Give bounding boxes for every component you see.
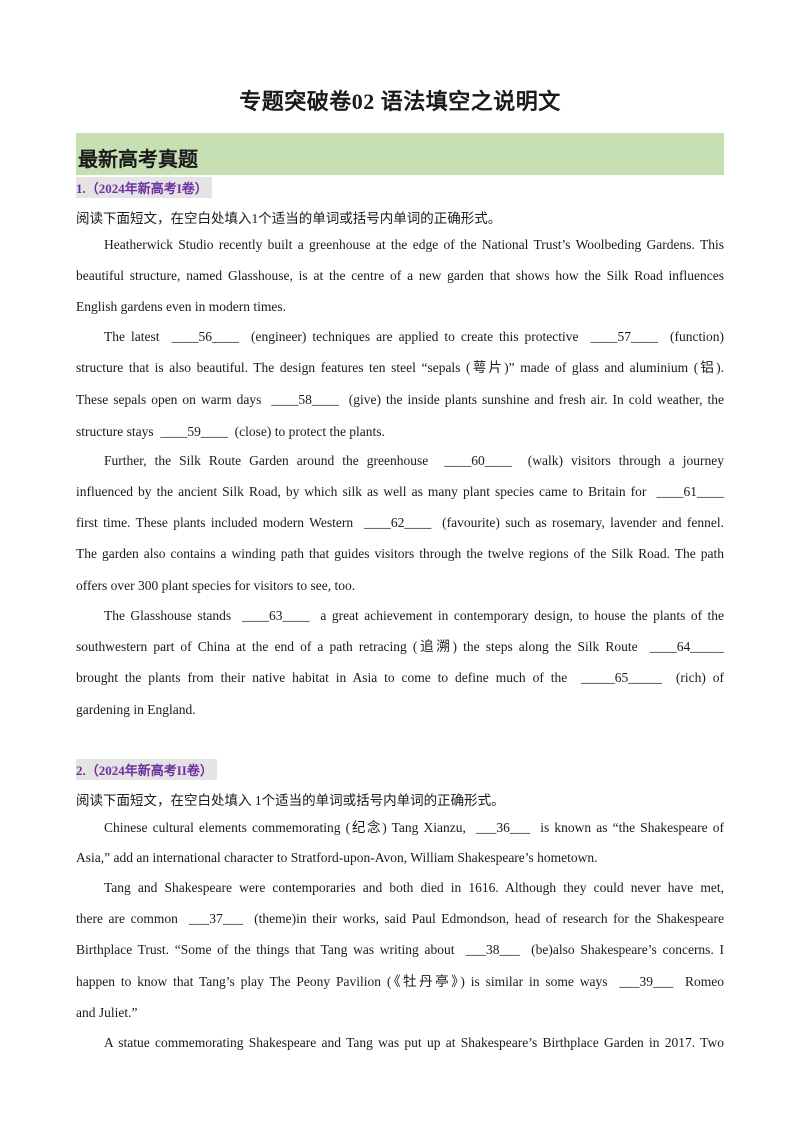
q2-line: A statue commemorating Shakespeare and T…	[104, 1035, 724, 1050]
q1-line: Further, the Silk Route Garden around th…	[104, 453, 724, 468]
section-heading: 最新高考真题	[78, 149, 198, 171]
q1-line: English gardens even in modern times.	[76, 299, 286, 314]
q2-line: happen to know that Tang’s play The Peon…	[76, 974, 724, 989]
question-2-tag: 2.（2024年新高考II卷）	[76, 759, 217, 780]
q1-line: The latest ____56____ (engineer) techniq…	[104, 329, 724, 344]
section-banner: 最新高考真题	[76, 133, 724, 175]
q2-line: there are common ___37___ (theme)in thei…	[76, 911, 724, 926]
question-1-tag: 1.（2024年新高考I卷）	[76, 177, 212, 198]
q2-line: Tang and Shakespeare were contemporaries…	[104, 880, 724, 895]
q1-line: structure that is also beautiful. The de…	[76, 360, 724, 375]
q1-line: offers over 300 plant species for visito…	[76, 578, 356, 593]
q1-line: The garden also contains a winding path …	[76, 546, 724, 561]
q1-line: southwestern part of China at the end of…	[76, 639, 724, 654]
q1-line: influenced by the ancient Silk Road, by …	[76, 484, 724, 499]
q1-line: These sepals open on warm days ____58___…	[76, 392, 724, 407]
q2-line: Chinese cultural elements commemorating …	[104, 820, 724, 835]
q1-line: Heatherwick Studio recently built a gree…	[104, 237, 724, 252]
q1-line: beautiful structure, named Glasshouse, i…	[76, 268, 724, 283]
q1-line: gardening in England.	[76, 702, 196, 717]
q2-line: Birthplace Trust. “Some of the things th…	[76, 942, 724, 957]
q1-line: The Glasshouse stands ____63____ a great…	[104, 608, 724, 623]
q2-line: Asia,” add an international character to…	[76, 850, 598, 865]
q2-line: and Juliet.”	[76, 1005, 138, 1020]
question-1-instruction: 阅读下面短文，在空白处填入1个适当的单词或括号内单词的正确形式。	[76, 211, 502, 226]
q1-line: brought the plants from their native hab…	[76, 670, 724, 685]
q1-line: structure stays ____59____ (close) to pr…	[76, 424, 385, 439]
q1-line: first time. These plants included modern…	[76, 515, 724, 530]
page-title: 专题突破卷02 语法填空之说明文	[239, 89, 561, 114]
question-2-instruction: 阅读下面短文，在空白处填入 1个适当的单词或括号内单词的正确形式。	[76, 793, 505, 808]
